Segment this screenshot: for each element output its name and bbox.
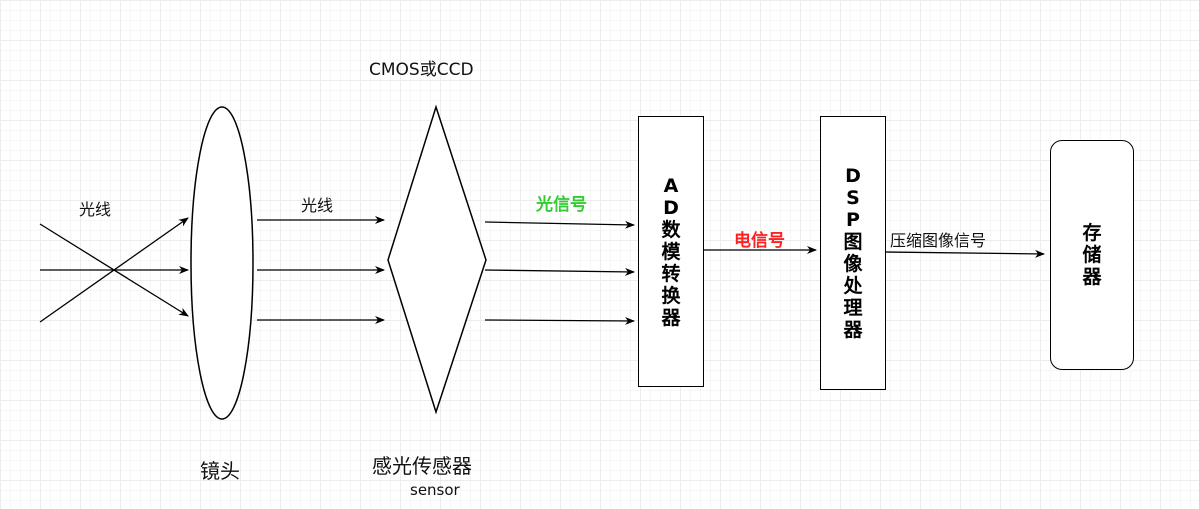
sensor-diamond [387, 104, 487, 415]
ad-converter-box: AD数模转换器 [638, 116, 704, 387]
label-electrical-signal: 电信号 [734, 231, 785, 251]
optical-signal-arrow-2 [484, 267, 635, 276]
label-light-rays-left: 光线 [79, 200, 112, 219]
label-optical-signal: 光信号 [536, 195, 587, 215]
label-light-rays-mid: 光线 [301, 196, 334, 215]
label-compressed-signal: 压缩图像信号 [890, 231, 987, 250]
lens-ellipse [190, 106, 254, 420]
storage-label: 存储器 [1082, 222, 1102, 288]
dsp-processor-box: DSP图像处理器 [820, 116, 886, 390]
ad-converter-label: AD数模转换器 [661, 174, 681, 329]
label-lens: 镜头 [200, 459, 240, 483]
ray-cross-up [39, 217, 189, 323]
label-sensor-cn: 感光传感器 [372, 454, 472, 478]
optical-signal-arrow-1 [484, 220, 635, 229]
optical-signal-arrow-3 [484, 316, 635, 325]
storage-box: 存储器 [1050, 140, 1134, 370]
label-sensor-en: sensor [410, 481, 460, 499]
compressed-signal-arrow [884, 249, 1045, 258]
label-sensor-type: CMOS或CCD [369, 60, 474, 80]
dsp-processor-label: DSP图像处理器 [843, 165, 863, 341]
